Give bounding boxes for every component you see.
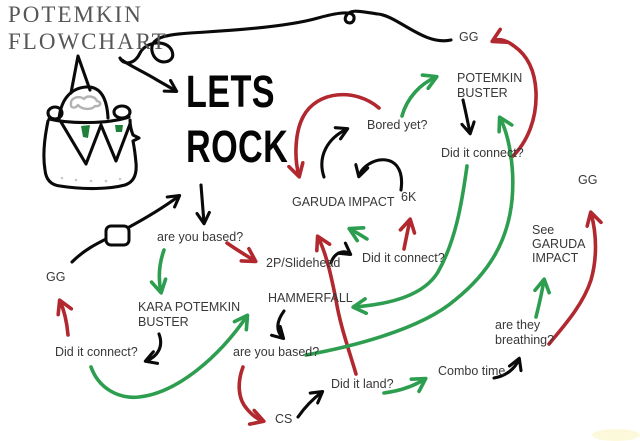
node-lets-rock: LETS ROCK [186,66,289,172]
node-did-it-connect-top-right: Did it connect? [441,146,524,160]
squiggle-gg-top-to-drawing [118,9,453,65]
node-are-they-breathing: are they breathing? [495,318,555,347]
body-outline [42,118,141,191]
arrow-didconnect-to-ggleft [56,298,74,337]
node-combo-time: Combo time [438,364,506,378]
arrow-breathing-to-ggright [547,210,603,346]
page-title: POTEMKIN FLOWCHART [8,2,168,54]
arrow-areyoubased-to-cs [237,365,266,426]
node-did-it-connect-bottom-left: Did it connect? [55,345,138,359]
node-2p-slidehead: 2P/Slidehead [266,256,341,270]
node-gg-top: GG [459,30,479,44]
arrow-didconnect-to-ggtop [490,27,538,160]
node-gg-left: GG [46,270,66,284]
fist-doodle [104,224,131,247]
node-are-you-based-top: are you based? [157,230,244,244]
arrow-combotime-to-breathing [492,356,523,380]
arrow-breathing-to-seegaruda [533,277,551,319]
arrow-areyoubased-to-kara [149,248,168,295]
arrow-boredyet-to-pb [400,73,439,118]
arrow-didland-to-combotime [382,376,428,395]
node-cs: CS [275,412,293,426]
node-6k: 6K [401,190,417,204]
eye-left [81,125,90,138]
arrow-didconnect-to-hammerfall-left [89,313,250,400]
arrow-garuda-to-boredyet [320,126,350,179]
paper-smudge [592,429,640,441]
node-see-garuda-impact: See GARUDA IMPACT [532,223,586,265]
arrow-didland-to-garuda [314,234,358,376]
arrow-didconnect-to-6k [398,217,417,251]
node-hammerfall: HAMMERFALL [268,291,353,305]
arrow-pb-to-didconnect [460,98,476,136]
node-potemkin-buster: POTEMKIN BUSTER [457,71,523,100]
arrow-didconnect-to-garuda [347,225,369,243]
node-bored-yet: Bored yet? [367,118,428,132]
arrow-slidehead-to-didconnect [329,241,353,265]
node-did-it-land: Did it land? [331,377,394,391]
eye-right [115,125,123,132]
arrow-kara-to-didconnect [143,332,163,365]
arrow-hammerfall-to-areyoubased [269,309,286,341]
node-garuda-impact: GARUDA IMPACT [292,195,395,209]
helmet-spike [69,54,92,95]
helmet-dome [57,85,110,121]
arrow-didconnect-to-hammerfall-sweep [351,164,469,316]
goggles-doodle [69,95,102,111]
node-are-you-based-bottom: are you based? [233,345,320,359]
potemkin-drawing [42,54,141,191]
arrow-letsrock-to-areyoubased [195,183,211,226]
arrow-boredyet-to-garuda [287,92,381,179]
node-kara-potemkin-buster: KARA POTEMKIN BUSTER [138,300,241,329]
arrow-areyoubased-to-pb-sweep [304,115,515,357]
node-did-it-connect-middle: Did it connect? [362,251,445,265]
arrow-to-lets-rock [120,58,179,93]
mask-zigzag [59,120,132,166]
belt-dots [60,176,122,183]
arrow-6k-to-garuda [354,158,404,192]
node-gg-right: GG [578,173,598,187]
arrow-areyoubased-to-slidehead [225,241,258,264]
arrow-cs-to-didland [296,389,325,419]
helmet-band [47,115,131,125]
